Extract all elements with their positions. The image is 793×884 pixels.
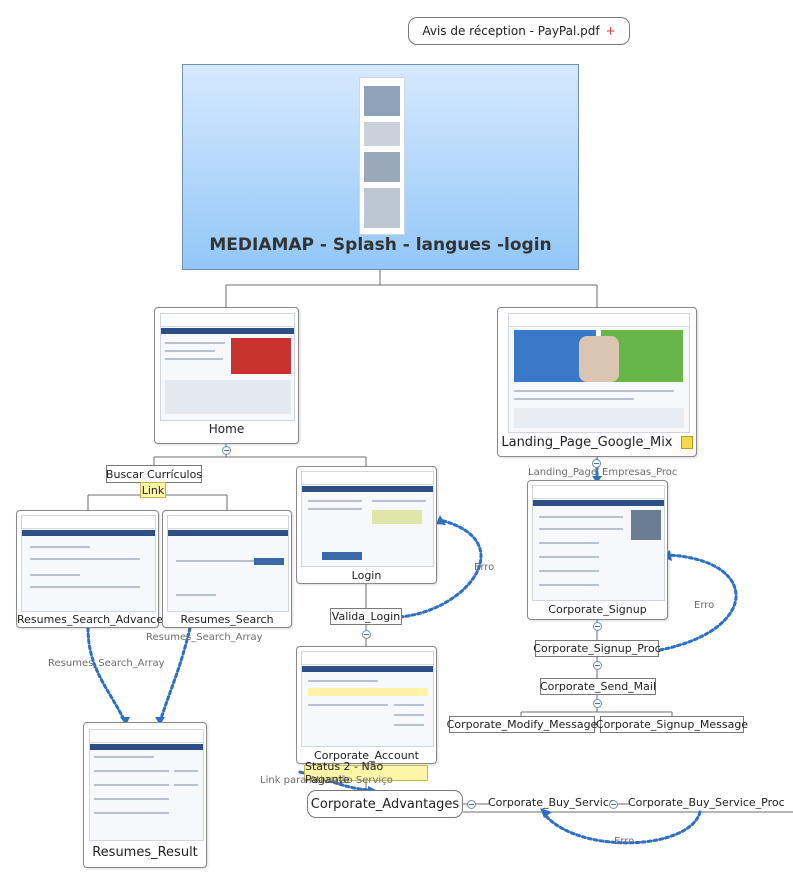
link-sticky-label: Link xyxy=(141,483,165,497)
landing-label: Landing_Page_Google_Mix xyxy=(498,435,696,450)
pdf-attachment-label: Avis de réception - PayPal.pdf xyxy=(422,24,600,38)
corporate-account-node[interactable]: Corporate_Account xyxy=(296,646,437,764)
resumes-search-advanced-label: Resumes_Search_Advanced xyxy=(17,613,170,626)
rel-label-link-ativacao: Link para Ativação Serviço xyxy=(260,775,393,786)
rel-resumes-array-1 xyxy=(86,626,127,724)
resumes-result-node[interactable]: Resumes_Result xyxy=(83,722,207,868)
status-sticky[interactable]: Status 2 - Não Pagante xyxy=(304,760,428,786)
rel-label-erro-login: Erro xyxy=(474,562,495,573)
corporate-signup-message-label: Corporate_Signup_Message xyxy=(595,718,749,731)
landing-thumbnail xyxy=(508,313,690,433)
corporate-advantages-label: Corporate_Advantages xyxy=(310,796,460,812)
rel-label-landing-proc: Landing_Page_Empresas_Proc xyxy=(528,467,678,478)
corporate-signup-label: Corporate_Signup xyxy=(548,603,647,616)
corporate-signup-proc-collapse-toggle[interactable] xyxy=(593,661,602,670)
rel-erro-signup xyxy=(658,553,738,652)
status-sticky-label: Status 2 - Não Pagante xyxy=(305,760,384,786)
rel-label-resumes-array-2: Resumes_Search_Array xyxy=(48,658,165,669)
corporate-advantages-collapse-toggle[interactable] xyxy=(467,800,476,809)
corporate-send-mail-node[interactable]: Corporate_Send_Mail xyxy=(540,678,656,695)
corporate-buy-service-node[interactable]: Corporate_Buy_Service xyxy=(488,796,616,812)
corporate-buy-service-proc-label: Corporate_Buy_Service_Proc xyxy=(628,796,785,809)
note-icon xyxy=(680,436,693,449)
corporate-modify-message-label: Corporate_Modify_Message xyxy=(446,718,598,731)
buscar-label: Buscar Currículos xyxy=(105,467,203,481)
corporate-send-mail-collapse-toggle[interactable] xyxy=(593,699,602,708)
home-node[interactable]: Home xyxy=(154,307,299,444)
login-node[interactable]: Login xyxy=(296,466,437,584)
corporate-buy-service-proc-node[interactable]: Corporate_Buy_Service_Proc xyxy=(628,796,785,812)
resumes-search-thumbnail xyxy=(167,515,289,612)
corporate-signup-proc-node[interactable]: Corporate_Signup_Proc xyxy=(533,640,661,657)
corporate-signup-thumbnail xyxy=(532,485,665,601)
rel-label-erro-buy: Erro xyxy=(614,836,635,847)
corporate-send-mail-label: Corporate_Send_Mail xyxy=(539,680,657,693)
landing-collapse-toggle[interactable] xyxy=(592,459,601,468)
rel-resumes-array-2 xyxy=(158,626,192,724)
pdf-attachment-node[interactable]: Avis de réception - PayPal.pdf + xyxy=(408,17,630,45)
corporate-account-label: Corporate_Account xyxy=(314,749,419,762)
corporate-signup-proc-label: Corporate_Signup_Proc xyxy=(533,642,661,655)
central-thumbnail xyxy=(359,77,405,235)
resumes-search-label: Resumes_Search xyxy=(180,613,274,626)
valida-login-node[interactable]: Valida_Login xyxy=(330,608,402,625)
landing-label-text: Landing_Page_Google_Mix xyxy=(501,435,673,450)
resumes-result-thumbnail xyxy=(89,729,204,841)
login-thumbnail xyxy=(301,471,434,567)
corporate-buy-service-label: Corporate_Buy_Service xyxy=(488,796,616,809)
resumes-search-node[interactable]: Resumes_Search xyxy=(162,510,292,628)
pdf-icon: + xyxy=(605,24,616,38)
corporate-modify-message-node[interactable]: Corporate_Modify_Message xyxy=(446,716,598,733)
valida-login-label: Valida_Login xyxy=(331,610,401,623)
home-label: Home xyxy=(208,422,245,436)
resumes-result-label: Resumes_Result xyxy=(92,845,198,860)
corporate-advantages-node[interactable]: Corporate_Advantages xyxy=(307,790,463,818)
valida-login-collapse-toggle[interactable] xyxy=(362,630,371,639)
corporate-account-thumbnail xyxy=(301,651,434,747)
corporate-buy-service-collapse-toggle[interactable] xyxy=(609,800,618,809)
corporate-signup-node[interactable]: Corporate_Signup xyxy=(527,480,668,620)
home-thumbnail xyxy=(160,313,295,421)
resumes-search-advanced-thumbnail xyxy=(21,515,156,612)
central-topic[interactable]: MEDIAMAP - Splash - langues -login xyxy=(182,64,579,270)
buscar-node[interactable]: Buscar Currículos xyxy=(106,465,202,483)
rel-erro-buy xyxy=(543,810,702,845)
central-title: MEDIAMAP - Splash - langues -login xyxy=(209,235,552,255)
rel-label-resumes-array-1: Resumes_Search_Array xyxy=(146,632,263,643)
login-label: Login xyxy=(351,569,382,582)
link-sticky[interactable]: Link xyxy=(140,482,166,498)
landing-node[interactable]: Landing_Page_Google_Mix xyxy=(497,307,697,457)
resumes-search-advanced-node[interactable]: Resumes_Search_Advanced xyxy=(16,510,170,628)
rel-label-erro-signup: Erro xyxy=(694,600,715,611)
home-collapse-toggle[interactable] xyxy=(222,446,231,455)
corporate-signup-collapse-toggle[interactable] xyxy=(593,622,602,631)
rel-erro-login xyxy=(398,518,483,619)
corporate-signup-message-node[interactable]: Corporate_Signup_Message xyxy=(596,716,748,733)
